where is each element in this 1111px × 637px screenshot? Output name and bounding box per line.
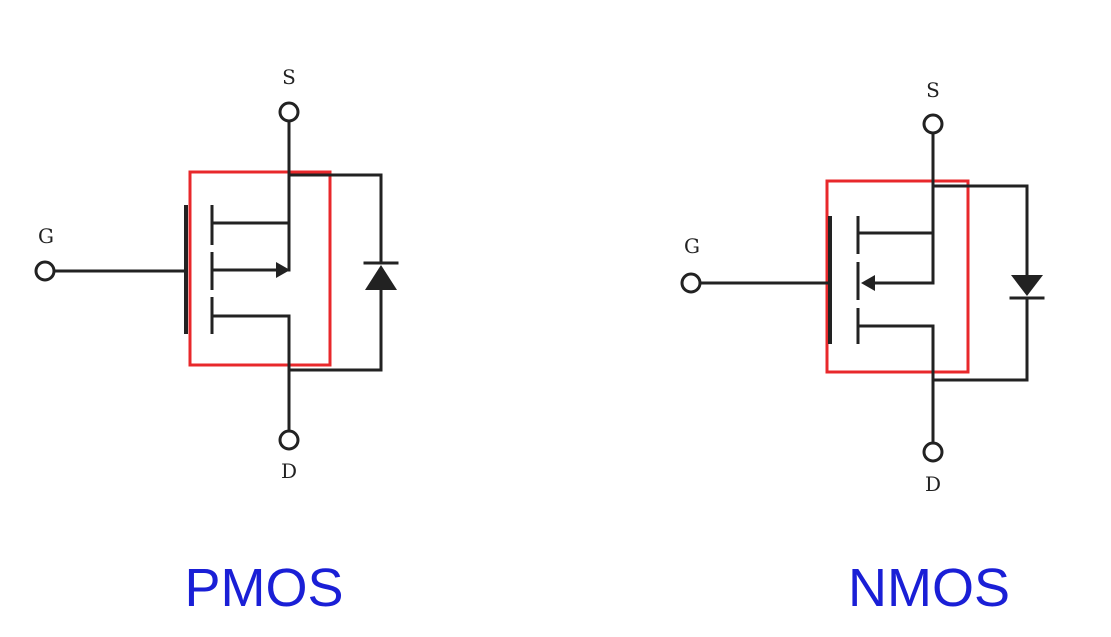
pmos-source-terminal <box>278 101 300 123</box>
nmos-symbol: S G D NMOS <box>680 78 1045 618</box>
nmos-top-lead <box>856 179 935 235</box>
pmos-diode-wire-top <box>287 173 383 264</box>
pmos-gate-label: G <box>38 224 54 248</box>
pmos-bottom-lead <box>210 314 291 434</box>
pmos-highlight-box <box>188 170 332 367</box>
nmos-drain-label: D <box>925 472 941 496</box>
pmos-top-lead <box>210 170 291 225</box>
pmos-gate-terminal <box>34 260 56 282</box>
nmos-diode-triangle <box>1011 275 1043 296</box>
nmos-diode-wire-bottom <box>931 298 1029 382</box>
nmos-body-arrow <box>861 275 875 291</box>
pmos-title: PMOS <box>184 558 343 618</box>
nmos-source-label: S <box>926 78 940 102</box>
nmos-bottom-lead <box>856 324 935 446</box>
pmos-diode-wire-bottom <box>287 288 383 372</box>
pmos-drain-label: D <box>281 459 297 483</box>
pmos-diode-triangle <box>365 265 397 290</box>
nmos-gate-terminal <box>680 272 702 294</box>
pmos-symbol: S G D PMOS <box>34 65 399 618</box>
nmos-highlight-box <box>825 179 970 374</box>
nmos-gate-label: G <box>684 234 700 258</box>
pmos-drain-terminal <box>278 429 300 451</box>
pmos-source-label: S <box>282 65 296 89</box>
pmos-body-arrow <box>276 262 290 278</box>
nmos-drain-terminal <box>922 441 944 463</box>
nmos-title: NMOS <box>848 558 1010 618</box>
nmos-diode-wire-top <box>931 184 1029 277</box>
nmos-source-terminal <box>922 113 944 135</box>
